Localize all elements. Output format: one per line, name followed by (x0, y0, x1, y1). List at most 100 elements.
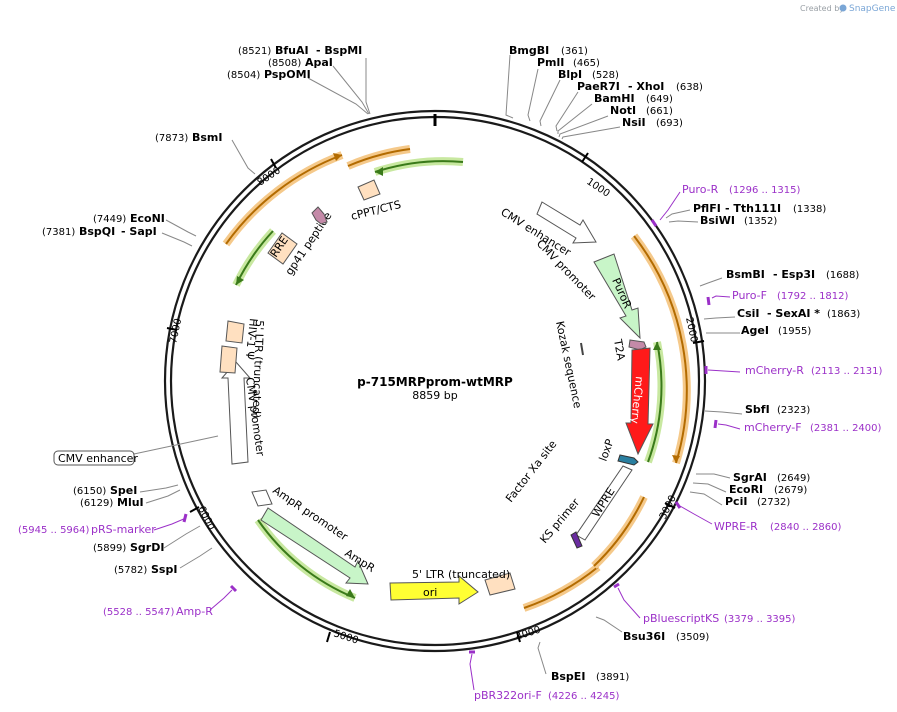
primer-pbluescriptks-range: (3379 .. 3395) (724, 614, 796, 625)
site-pflfi[interactable]: PflFI- Tth111I(1338) (693, 202, 826, 215)
site-noti[interactable]: NotI(661) (610, 104, 673, 117)
primer-mcherry-f[interactable]: mCherry-F(2381 .. 2400) (744, 421, 882, 434)
primer-prs-marker[interactable]: (5945 .. 5964)pRS-marker (18, 523, 156, 536)
site-econi-name: EcoNI (130, 212, 165, 225)
site-pcii[interactable]: PciI (2732) (725, 495, 790, 508)
site-bsmbi[interactable]: BsmBI- Esp3I(1688) (726, 268, 859, 281)
primer-puro-r-name: Puro-R (682, 183, 719, 196)
site-bamhi-pos: (649) (646, 94, 673, 105)
leader-blpi (539, 79, 561, 127)
orf-arc-topleft-arrowhead (333, 153, 342, 161)
site-bsiwi[interactable]: BsiWI(1352) (700, 214, 777, 227)
site-pflfi-name: PflFI (693, 202, 721, 215)
cmv-enhancer-box-label: CMV enhancer (58, 452, 138, 465)
site-sgrai[interactable]: SgrAI(2649) (733, 471, 810, 484)
primer-amp-r-name: Amp-R (176, 605, 213, 618)
leader-mcherry-r (707, 369, 741, 373)
site-paer7i[interactable]: PaeR7I- XhoI(638) (577, 80, 703, 93)
site-bfuai-name: BfuAI (275, 44, 309, 57)
primer-puro-r[interactable]: Puro-R(1296 .. 1315) (682, 183, 801, 196)
site-pmli[interactable]: PmlI(465) (537, 56, 600, 69)
site-pflfi-name2: - Tth111I (725, 202, 781, 215)
site-bspei[interactable]: BspEI(3891) (551, 670, 629, 683)
site-sbfi-pos: (2323) (777, 405, 810, 416)
green-arc-top-arrowhead (375, 167, 383, 176)
feature-kozak: Kozak sequence (553, 320, 584, 410)
gp41-peptide (311, 206, 328, 225)
primer-pbr322ori-f-name: pBR322ori-F (474, 689, 542, 702)
ampr-promoter-arrow (251, 489, 273, 507)
primer-puro-f-range: (1792 .. 1812) (777, 291, 849, 302)
primer-pbluescriptks[interactable]: pBluescriptKS (3379 .. 3395) (643, 612, 796, 625)
site-bfuai[interactable]: (8521)BfuAI- BspMI (238, 44, 362, 57)
site-pcii-pos: (2732) (757, 497, 790, 508)
site-paer7i-name2: - XhoI (628, 80, 664, 93)
site-bmgbi[interactable]: BmgBI(361) (509, 44, 588, 57)
mcherry-label: mCherry (628, 376, 646, 425)
leader-spei (139, 484, 179, 493)
feature-ks-primer: KS primer (537, 496, 583, 549)
site-econi[interactable]: (7449)EcoNI (93, 212, 165, 225)
leader-sbfi (704, 410, 743, 415)
site-agei[interactable]: AgeI(1955) (741, 324, 811, 337)
site-bsmi-pos: (7873) (155, 133, 188, 144)
site-apai[interactable]: (8508)ApaI (268, 56, 333, 69)
site-mlui[interactable]: (6129)MluI (80, 496, 144, 509)
site-apai-name: ApaI (305, 56, 333, 69)
credit-prefix: Created by (800, 4, 844, 13)
primer-prs-marker-range: (5945 .. 5964) (18, 525, 90, 536)
leader-pbluescriptks (617, 587, 641, 619)
primer-amp-r[interactable]: (5528 .. 5547)Amp-R (103, 605, 213, 618)
primer-labels: Puro-R(1296 .. 1315) Puro-F(1792 .. 1812… (18, 183, 883, 702)
site-csii-name2: - SexAI * (767, 307, 820, 320)
ori-arrow (389, 574, 479, 605)
primer-mcherry-r[interactable]: mCherry-R(2113 .. 2131) (745, 364, 883, 377)
orf-arc-topleft (225, 154, 343, 245)
kozak-mark (580, 342, 584, 356)
leader-puro-r (659, 191, 681, 221)
site-ecori[interactable]: EcoRI(2679) (729, 483, 807, 496)
site-blpi[interactable]: BlpI(528) (558, 68, 619, 81)
site-bspei-pos: (3891) (596, 672, 629, 683)
feature-cmv-enhancer-top: CMV enhancer CMV promoter (498, 201, 599, 303)
site-pspomi-pos: (8504) (227, 70, 260, 81)
primer-wpre-r-range: (2840 .. 2860) (770, 522, 842, 533)
site-bamhi[interactable]: BamHI(649) (594, 92, 673, 105)
site-sbfi-name: SbfI (745, 403, 770, 416)
site-csii[interactable]: CsiI- SexAI *(1863) (737, 307, 860, 320)
ltr-left-label: 5' LTR (truncated) (250, 320, 266, 419)
leader-pflfi (665, 209, 691, 219)
primer-pbluescriptks-name: pBluescriptKS (643, 612, 719, 625)
leader-puro-f (711, 295, 731, 299)
site-pcii-name: PciI (725, 495, 747, 508)
site-nsii[interactable]: NsiI(693) (622, 116, 683, 129)
site-bspqi-name: BspQI (79, 225, 115, 238)
site-bsu36i[interactable]: Bsu36I(3509) (623, 630, 709, 643)
leader-mlui (145, 489, 181, 504)
tick-label-5000: 5000 (332, 628, 360, 646)
primer-wpre-r[interactable]: WPRE-R(2840 .. 2860) (714, 520, 842, 533)
ampr-arrow (260, 507, 369, 585)
mark-puro-r (650, 219, 658, 227)
site-bspqi[interactable]: (7381)BspQI- SapI (42, 225, 157, 238)
primer-mcherry-f-name: mCherry-F (744, 421, 802, 434)
primer-puro-f[interactable]: Puro-F(1792 .. 1812) (732, 289, 849, 302)
green-arc-bottom-arrowhead (346, 589, 355, 598)
site-sgrdi[interactable]: (5899)SgrDI (93, 541, 164, 554)
loxp-label: loxP (597, 437, 617, 463)
feature-cppt: cPPT/CTS (350, 179, 402, 223)
site-agei-name: AgeI (741, 324, 769, 337)
site-pspomi[interactable]: (8504) PspOMI (227, 68, 311, 81)
leader-sgrdi (163, 525, 201, 549)
site-spei[interactable]: (6150)SpeI (73, 484, 137, 497)
wpre-label: WPRE (590, 485, 618, 519)
site-sbfi[interactable]: SbfI (2323) (745, 403, 810, 416)
primer-pbr322ori-f[interactable]: pBR322ori-F(4226 .. 4245) (474, 689, 620, 702)
leader-noti (558, 115, 609, 138)
site-sspi[interactable]: (5782)SspI (114, 563, 177, 576)
site-pspomi-name: PspOMI (264, 68, 311, 81)
leader-amp-r (209, 589, 233, 611)
site-sspi-pos: (5782) (114, 565, 147, 576)
loxp-site (617, 454, 639, 466)
site-bsmi[interactable]: (7873)BsmI (155, 131, 223, 144)
